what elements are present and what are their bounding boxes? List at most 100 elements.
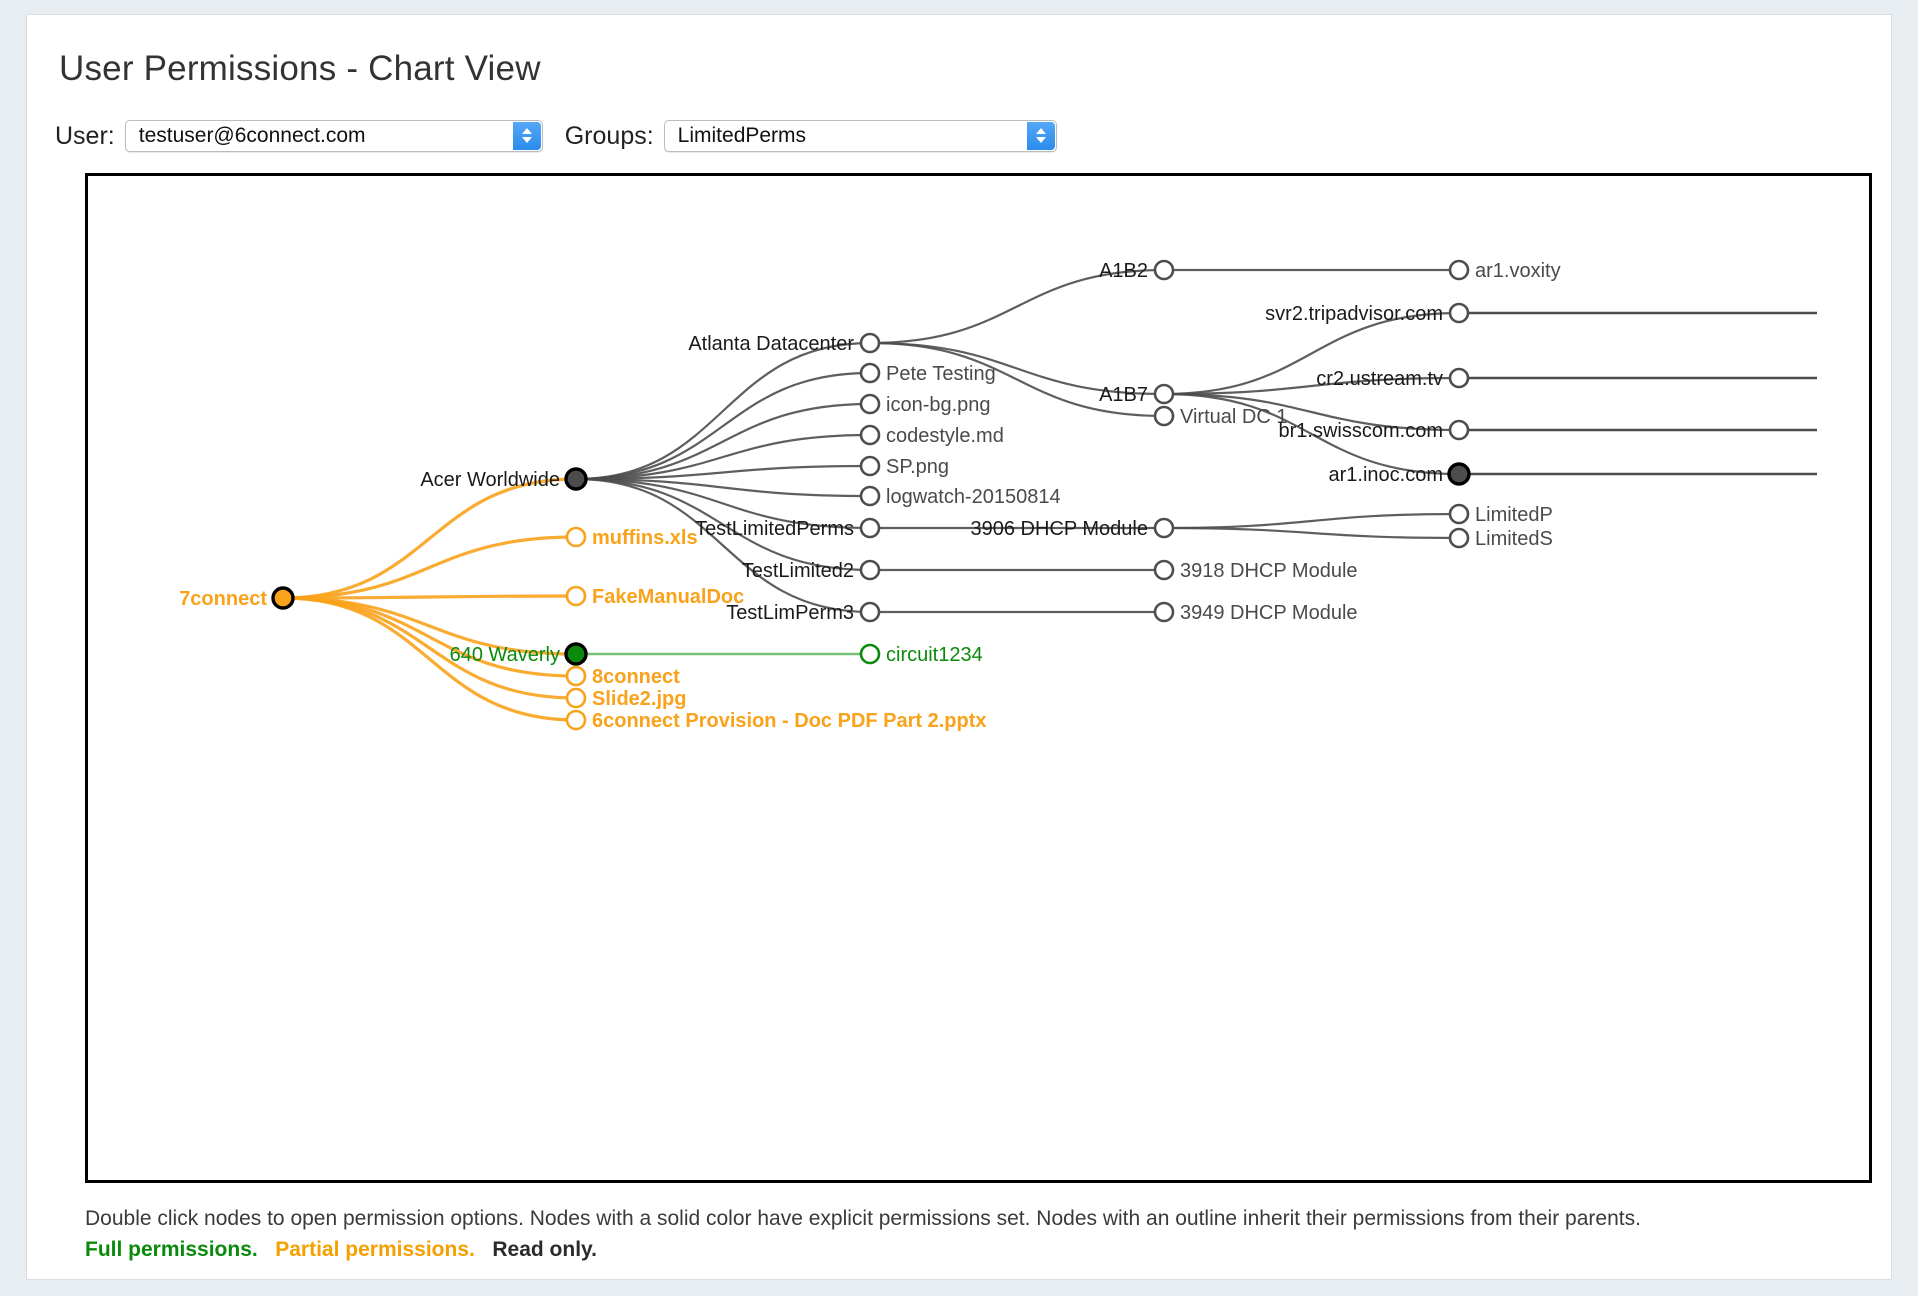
tree-node-circle[interactable]	[565, 585, 587, 607]
groups-select-value: LimitedPerms	[677, 124, 807, 147]
groups-select[interactable]: LimitedPerms	[663, 120, 1057, 152]
tree-node-circle[interactable]	[1448, 302, 1470, 324]
tree-node-logwatch[interactable]: logwatch-20150814	[859, 485, 1061, 508]
user-select[interactable]: testuser@6connect.com	[124, 120, 543, 152]
tree-node-muffins[interactable]: muffins.xls	[565, 526, 698, 549]
tree-node-circle[interactable]	[565, 687, 587, 709]
tree-node-testlimited2[interactable]: TestLimited2	[742, 559, 881, 582]
tree-node-label: TestLimited2	[742, 560, 854, 582]
tree-node-circle[interactable]	[859, 485, 881, 507]
tree-node-label: 3906 DHCP Module	[970, 518, 1148, 540]
tree-node-circle[interactable]	[859, 559, 881, 581]
tree-link	[282, 477, 577, 600]
user-label: User:	[55, 121, 115, 150]
tree-node-circle[interactable]	[564, 642, 588, 666]
tree-node-label: Virtual DC 1	[1180, 406, 1287, 428]
tree-link	[1163, 392, 1460, 432]
tree-node-circle[interactable]	[859, 455, 881, 477]
tree-node-circle[interactable]	[859, 362, 881, 384]
tree-link	[282, 596, 577, 722]
tree-node-circle[interactable]	[271, 586, 295, 610]
tree-node-circle[interactable]	[1448, 367, 1470, 389]
tree-node-circle[interactable]	[859, 517, 881, 539]
tree-node-a1b2[interactable]: A1B2	[1099, 259, 1175, 282]
tree-node-circle[interactable]	[1448, 527, 1470, 549]
tree-node-acer[interactable]: Acer Worldwide	[420, 467, 588, 491]
chevron-updown-icon[interactable]	[512, 122, 541, 150]
tree-link	[1163, 376, 1460, 396]
tree-node-circle[interactable]	[1448, 259, 1470, 281]
groups-label: Groups:	[564, 121, 654, 150]
tree-link	[1163, 311, 1460, 396]
tree-node-circle[interactable]	[1153, 405, 1175, 427]
tree-node-dhcp3906[interactable]: 3906 DHCP Module	[970, 517, 1175, 540]
tree-node-atlanta[interactable]: Atlanta Datacenter	[688, 332, 881, 355]
tree-node-circle[interactable]	[859, 424, 881, 446]
tree-node-circle[interactable]	[859, 601, 881, 623]
tree-node-label: 640 Waverly	[450, 644, 560, 666]
tree-node-iconbg[interactable]: icon-bg.png	[859, 393, 991, 416]
tree-node-a1b7[interactable]: A1B7	[1099, 383, 1175, 406]
tree-node-circle[interactable]	[564, 467, 588, 491]
tree-link	[282, 535, 577, 600]
tree-node-pete[interactable]: Pete Testing	[859, 362, 996, 385]
tree-node-dhcp3918[interactable]: 3918 DHCP Module	[1153, 559, 1358, 582]
tree-node-7connect[interactable]: 7connect	[179, 586, 295, 610]
tree-link	[575, 477, 871, 530]
content-card: User Permissions - Chart View User: test…	[26, 14, 1892, 1280]
page-title: User Permissions - Chart View	[59, 49, 541, 88]
tree-svg-canvas[interactable]: 7connect Acer Worldwide muffins.xlsFakeMan…	[88, 176, 1869, 1180]
tree-node-testlimperm3[interactable]: TestLimPerm3	[726, 601, 881, 624]
tree-node-ar1inoc[interactable]: ar1.inoc.com	[1329, 462, 1471, 486]
tree-node-sppng[interactable]: SP.png	[859, 455, 949, 478]
tree-links	[282, 268, 1817, 722]
tree-node-circle[interactable]	[1153, 259, 1175, 281]
tree-node-limiteds[interactable]: LimitedS	[1448, 527, 1553, 550]
tree-node-label: Pete Testing	[886, 363, 996, 385]
tree-node-circle[interactable]	[565, 526, 587, 548]
tree-node-codestyle[interactable]: codestyle.md	[859, 424, 1004, 447]
tree-node-cr2ustream[interactable]: cr2.ustream.tv	[1316, 367, 1470, 390]
tree-node-circle[interactable]	[859, 393, 881, 415]
tree-node-circle[interactable]	[565, 709, 587, 731]
tree-node-dhcp3949[interactable]: 3949 DHCP Module	[1153, 601, 1358, 624]
tree-node-br1swisscom[interactable]: br1.swisscom.com	[1279, 419, 1470, 442]
tree-link	[575, 477, 871, 614]
tree-node-slide2[interactable]: Slide2.jpg	[565, 687, 686, 710]
tree-node-circle[interactable]	[859, 643, 881, 665]
tree-node-circle[interactable]	[1153, 601, 1175, 623]
legend-full-permissions: Full permissions.	[85, 1238, 258, 1261]
tree-node-label: svr2.tripadvisor.com	[1265, 303, 1443, 325]
tree-node-testlimitedperms[interactable]: TestLimitedPerms	[695, 517, 881, 540]
tree-node-label: 8connect	[592, 666, 680, 688]
tree-node-circle[interactable]	[1447, 462, 1471, 486]
tree-link	[282, 594, 577, 600]
tree-link	[1163, 526, 1460, 540]
tree-node-circle[interactable]	[859, 332, 881, 354]
tree-node-waverly[interactable]: 640 Waverly	[450, 642, 588, 666]
tree-node-provision[interactable]: 6connect Provision - Doc PDF Part 2.pptx	[565, 709, 987, 732]
tree-node-circle[interactable]	[565, 665, 587, 687]
filter-controls: User: testuser@6connect.com Groups: Limi…	[55, 119, 1079, 153]
tree-node-virtualdc1[interactable]: Virtual DC 1	[1153, 405, 1287, 428]
tree-node-fakemanual[interactable]: FakeManualDoc	[565, 585, 744, 608]
tree-node-8connect[interactable]: 8connect	[565, 665, 680, 688]
tree-node-label: LimitedS	[1475, 528, 1553, 550]
tree-link	[869, 341, 1165, 418]
tree-node-ar1voxity[interactable]: ar1.voxity	[1448, 259, 1561, 282]
tree-node-svr2trip[interactable]: svr2.tripadvisor.com	[1265, 302, 1470, 325]
tree-node-circle[interactable]	[1448, 503, 1470, 525]
chevron-updown-icon[interactable]	[1026, 122, 1055, 150]
tree-node-label: SP.png	[886, 456, 949, 478]
tree-node-circle[interactable]	[1153, 517, 1175, 539]
legend-partial-permissions: Partial permissions.	[275, 1238, 475, 1261]
tree-node-label: TestLimPerm3	[726, 602, 854, 624]
tree-node-circle[interactable]	[1153, 383, 1175, 405]
tree-node-circle[interactable]	[1153, 559, 1175, 581]
tree-node-limitedp[interactable]: LimitedP	[1448, 503, 1553, 526]
tree-node-label: icon-bg.png	[886, 394, 991, 416]
tree-node-label: codestyle.md	[886, 425, 1004, 447]
tree-node-circle[interactable]	[1448, 419, 1470, 441]
tree-node-circuit1234[interactable]: circuit1234	[859, 643, 983, 666]
